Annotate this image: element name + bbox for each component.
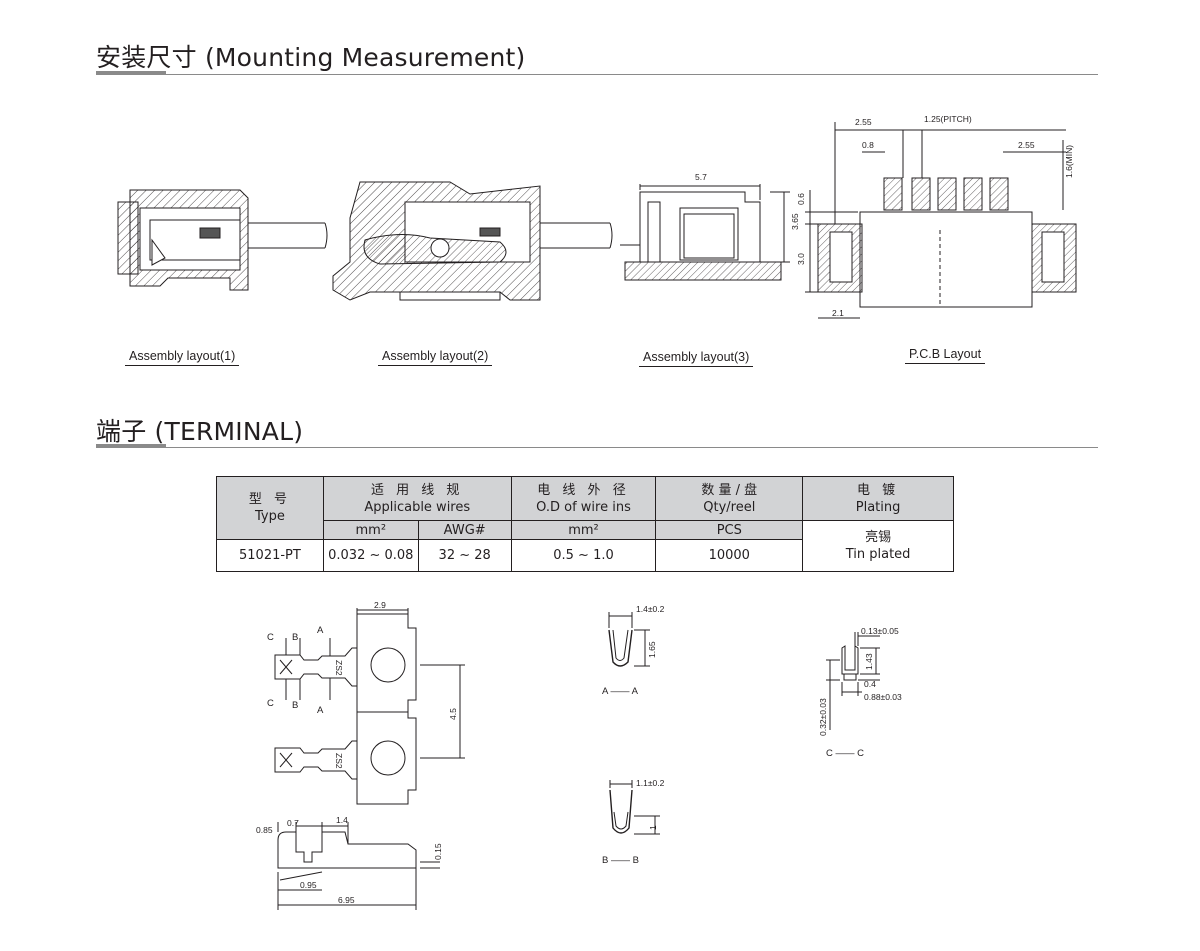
dim-pcb-d7: 2.1 [832, 308, 844, 318]
unit-awg: AWG# [417, 520, 512, 540]
label-a-top: A [317, 625, 324, 636]
label-a-bottom: A [317, 705, 324, 716]
cell-plating: 亮锡 Tin plated [802, 520, 954, 572]
header-type-zh: 型 号 [248, 492, 291, 507]
dim-section-b-w: 1.1±0.2 [636, 778, 665, 788]
label-c-top: C [267, 632, 274, 643]
header-od-en: O.D of wire ins [536, 499, 631, 515]
cell-awg: 32 ~ 28 [417, 539, 512, 572]
dim-layout3-width: 5.7 [695, 172, 707, 182]
mounting-drawings: 5.7 3.65 2.55 1.25(PITCH) 0.8 2.55 1.6(M… [117, 114, 1077, 319]
dim-side-d: 0.15 [433, 843, 443, 860]
header-plating: 电 镀 Plating [802, 476, 954, 521]
caption-pcb-layout: P.C.B Layout [905, 347, 986, 364]
unit-pcs: PCS [655, 520, 804, 540]
plating-en: Tin plated [845, 547, 911, 562]
dim-pcb-d4: 1.6(MIN) [1064, 145, 1074, 178]
dim-layout3-height: 3.65 [790, 213, 800, 230]
dim-section-c-w: 0.88±0.03 [864, 692, 902, 702]
dim-section-c-h: 1.43 [864, 653, 874, 670]
section-rule [96, 71, 1098, 75]
section-title-mounting: 安装尺寸 (Mounting Measurement) [96, 43, 526, 72]
header-od: 电 线 外 径 O.D of wire ins [510, 476, 657, 521]
dim-side-b: 0.7 [287, 818, 299, 828]
dim-pcb-d5: 0.6 [796, 193, 806, 205]
terminal-drawings: 2.9 4.5 C B A C B A ZS2 ZS2 0.85 0.7 1.4… [256, 600, 902, 910]
pcb-layout-drawing [805, 122, 1077, 319]
header-wires-zh: 适 用 线 规 [371, 482, 464, 498]
dim-section-b-h: 1 [648, 825, 658, 830]
terminal-spec-table: 型 号 Type 适 用 线 规 Applicable wires 电 线 外 … [216, 476, 954, 572]
cell-type: 51021-PT [216, 539, 324, 572]
assembly-layout-3-drawing [620, 184, 790, 281]
header-wires: 适 用 线 规 Applicable wires [322, 476, 512, 521]
header-qty: 数 量 / 盘 Qty/reel [655, 476, 804, 521]
assembly-layout-2-drawing [332, 181, 613, 301]
header-qty-zh: 数 量 / 盘 [701, 482, 758, 498]
dim-pcb-d1: 2.55 [855, 117, 872, 127]
label-section-b: B —— B [602, 855, 639, 866]
dim-section-c-t: 0.13±0.05 [861, 626, 899, 636]
unit-od: mm² [510, 520, 657, 540]
assembly-layout-1-drawing [117, 189, 328, 291]
unit-mm2: mm² [322, 520, 419, 540]
caption-assembly-layout-3: Assembly layout(3) [639, 350, 754, 367]
caption-assembly-layout-2: Assembly layout(2) [378, 349, 493, 366]
dim-pcb-d2: 0.8 [862, 140, 874, 150]
section-b-drawing [609, 780, 660, 835]
header-type: 型 号 Type [216, 476, 324, 540]
label-section-c: C —— C [826, 748, 864, 759]
cell-qty: 10000 [655, 539, 804, 572]
dim-pcb-d6: 3.0 [796, 253, 806, 265]
dim-strip-pitch: 4.5 [448, 708, 458, 720]
header-wires-en: Applicable wires [364, 499, 471, 515]
header-plating-en: Plating [855, 499, 901, 515]
header-od-zh: 电 线 外 径 [537, 482, 630, 498]
terminal-strip-drawing [274, 608, 465, 805]
section-a-drawing [608, 612, 650, 667]
dim-pcb-d3: 2.55 [1018, 140, 1035, 150]
label-b-bottom: B [292, 700, 298, 711]
section-c-drawing [826, 632, 880, 730]
section-title-terminal: 端子 (TERMINAL) [96, 417, 304, 446]
dim-side-e: 0.95 [300, 880, 317, 890]
label-b-top: B [292, 632, 298, 643]
dim-side-a: 0.85 [256, 825, 273, 835]
cell-mm2: 0.032 ~ 0.08 [322, 539, 419, 572]
dim-section-c-v: 0.32±0.03 [818, 698, 828, 736]
dim-strip-w: 2.9 [374, 600, 386, 610]
plating-zh: 亮锡 [865, 530, 892, 545]
header-type-en: Type [255, 509, 285, 524]
caption-assembly-layout-1: Assembly layout(1) [125, 349, 240, 366]
header-qty-en: Qty/reel [703, 499, 756, 515]
dim-section-c-a: 0.4 [864, 679, 876, 689]
cell-od: 0.5 ~ 1.0 [510, 539, 657, 572]
header-plating-zh: 电 镀 [857, 482, 900, 498]
label-section-a: A —— A [602, 686, 639, 697]
mark-zs2: ZS2 [334, 660, 344, 676]
section-rule [96, 444, 1098, 448]
dim-side-f: 6.95 [338, 895, 355, 905]
terminal-side-drawing [277, 822, 440, 910]
dim-side-c: 1.4 [336, 815, 348, 825]
label-c-bottom: C [267, 698, 274, 709]
table-row: 51021-PT 0.032 ~ 0.08 32 ~ 28 0.5 ~ 1.0 … [216, 539, 954, 572]
dim-section-a-w: 1.4±0.2 [636, 604, 665, 614]
mark-zs2: ZS2 [334, 753, 344, 769]
dim-section-a-h: 1.65 [647, 641, 657, 658]
dim-pcb-pitch: 1.25(PITCH) [924, 114, 972, 124]
